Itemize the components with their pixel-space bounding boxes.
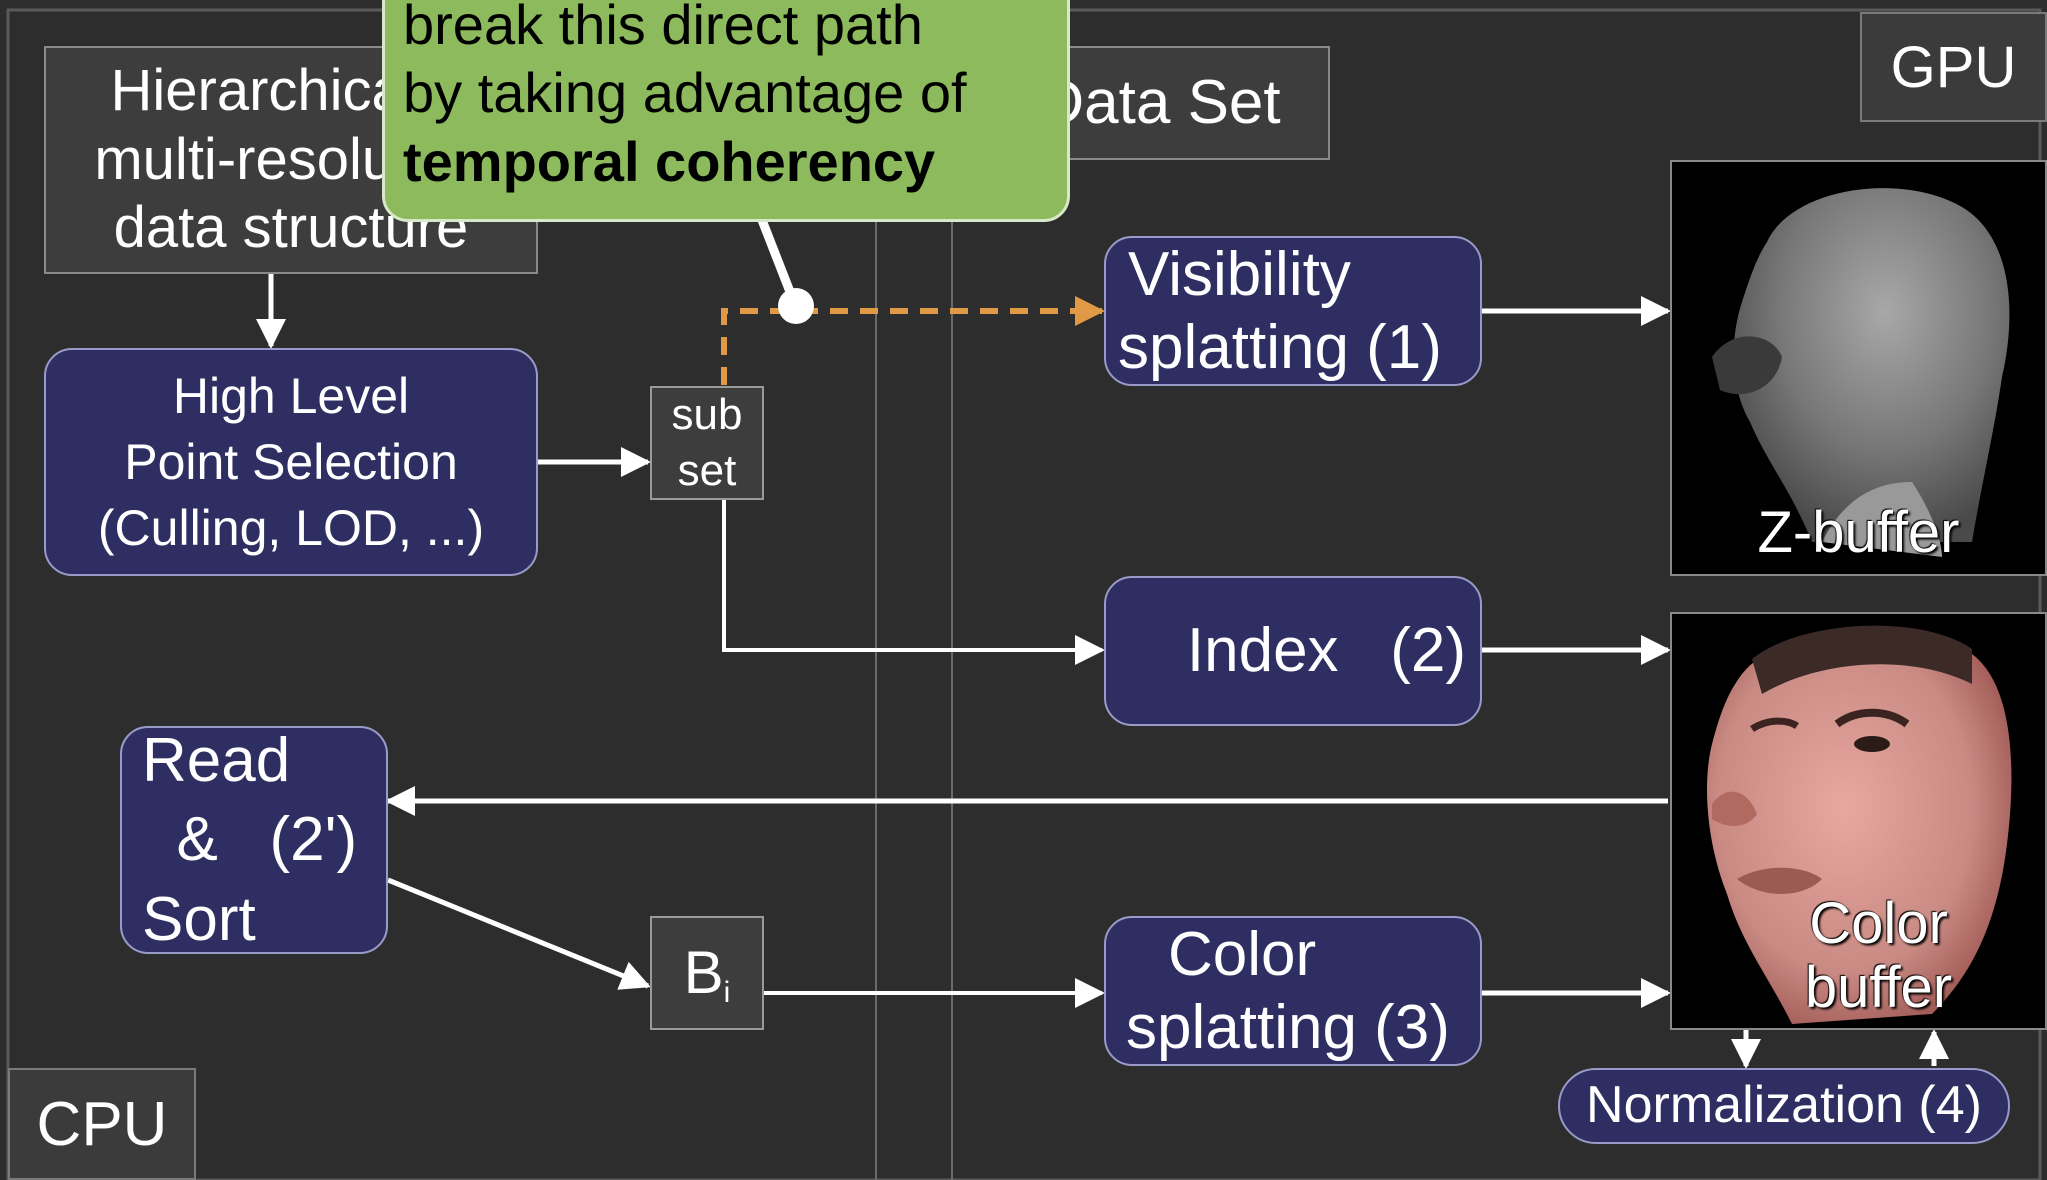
color-line2: splatting (3) (1126, 993, 1450, 1062)
normalization-text: Normalization (4) (1586, 1076, 1982, 1135)
colorbuffer-caption-line2: buffer (1804, 955, 1953, 1021)
subset-line2: set (677, 446, 737, 495)
index-box: Index (2) (1104, 576, 1482, 726)
highlevel-line3: (Culling, LOD, ...) (97, 500, 485, 556)
colorbuffer-face-graphic (1707, 625, 2012, 1024)
colorbuffer-image: Color buffer (1670, 612, 2047, 1030)
gpu-label: GPU (1860, 12, 2047, 122)
zbuffer-caption: Z-buffer (1757, 500, 1960, 565)
bi-subscript: i (723, 975, 731, 1009)
subset-box: sub set (650, 386, 764, 500)
callout-line3: temporal coherency (403, 129, 936, 193)
color-line1: Color (1168, 919, 1317, 989)
normalization-box: Normalization (4) (1558, 1068, 2010, 1144)
highlevel-line2: Point Selection (124, 434, 458, 490)
readsort-line2: & (2') (142, 805, 358, 875)
visibility-line1: Visibility (1128, 239, 1351, 309)
zbuffer-face-depth-graphic (1712, 188, 2010, 557)
readsort-line1: Read (142, 725, 291, 795)
temporal-coherency-callout: break this direct path by taking advanta… (382, 0, 1070, 222)
subset-line1: sub (671, 389, 743, 439)
callout-pointer (757, 218, 799, 304)
visibility-line2: splatting (1) (1118, 313, 1442, 382)
dataset-text: Data Set (1039, 68, 1281, 138)
colorbuffer-caption: Color buffer (1712, 892, 2045, 1020)
high-level-selection-box: High Level Point Selection (Culling, LOD… (44, 348, 538, 576)
callout-line1: break this direct path (403, 0, 923, 56)
colorbuffer-caption-line1: Color (1809, 891, 1948, 957)
visibility-splatting-box: Visibility splatting (1) (1104, 236, 1482, 386)
read-sort-box: Read & (2') Sort (120, 726, 388, 954)
arrow-subset-to-index (722, 500, 1105, 665)
cpu-label: CPU (8, 1068, 196, 1180)
index-text: Index (2) (1186, 616, 1466, 686)
zbuffer-image: Z-buffer (1670, 160, 2047, 576)
cpu-label-text: CPU (36, 1089, 168, 1159)
dashed-arrow-subset-to-visibility (721, 296, 1105, 385)
arrow-readsort-to-bi (387, 877, 651, 990)
callout-line2: by taking advantage of (403, 61, 967, 125)
bi-main: B (683, 938, 724, 1006)
highlevel-line1: High Level (172, 368, 410, 424)
callout-pointer-dot (778, 288, 814, 324)
gpu-label-text: GPU (1890, 34, 2017, 100)
color-splatting-box: Color splatting (3) (1104, 916, 1482, 1066)
readsort-line3: Sort (142, 884, 256, 954)
